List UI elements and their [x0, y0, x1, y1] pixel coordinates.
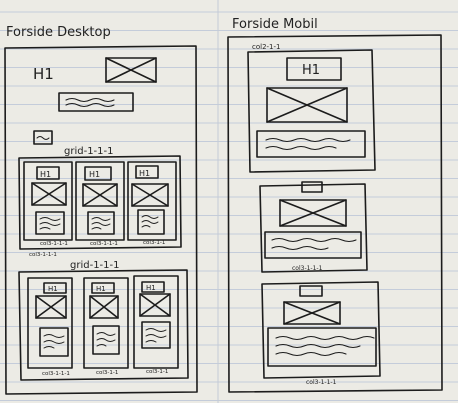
grid1-column-3: H1	[127, 161, 177, 241]
grid2-col3-caption: col3-1-1	[146, 369, 168, 375]
mobile-block1-label: col2-1-1	[252, 43, 281, 51]
desktop-hero-text-box	[58, 92, 134, 112]
mobile-title: Forside Mobil	[232, 17, 318, 32]
mobile-block1-heading: H1	[302, 63, 320, 78]
grid1-column-2: H1	[75, 161, 125, 241]
mobile-block2-caption: col3-1-1-1	[292, 265, 323, 272]
desktop-hero-image-placeholder	[105, 57, 157, 83]
grid2-label: grid-1-1-1	[70, 260, 120, 271]
grid2-column-1: H1	[27, 277, 73, 369]
grid1-col2-caption: col3-1-1-1	[90, 241, 118, 247]
grid1-col3-heading: H1	[139, 169, 150, 178]
grid2-col1-caption: col3-1-1-1	[42, 371, 70, 377]
mobile-block-2	[259, 181, 368, 273]
grid2-col2-heading: H1	[96, 285, 106, 293]
mobile-block3-caption: col3-1-1-1	[306, 379, 337, 386]
grid1-col1-heading: H1	[40, 170, 51, 179]
grid2-column-3: H1	[133, 275, 179, 369]
desktop-hero-heading: H1	[33, 65, 54, 83]
grid1-container	[18, 155, 182, 250]
desktop-section: Forside Desktop H1 grid-1-1-1	[4, 25, 198, 395]
grid1-col3-caption: col3-1-1	[143, 240, 165, 246]
grid2-col2-caption: col3-1-1	[96, 370, 118, 376]
mobile-block-1: H1	[247, 49, 376, 173]
grid1-extra-caption: col3-1-1-1	[29, 252, 57, 258]
grid2-container	[18, 269, 189, 381]
grid2-column-2: H1	[83, 277, 129, 369]
mobile-section: Forside Mobil col2-1-1 H1	[227, 17, 443, 393]
grid2-col3-heading: H1	[146, 284, 156, 292]
desktop-frame	[4, 45, 198, 395]
mobile-frame	[227, 34, 443, 393]
grid2-col1-heading: H1	[48, 285, 58, 293]
grid1-col1-caption: col3-1-1-1	[40, 241, 68, 247]
desktop-title: Forside Desktop	[6, 25, 111, 40]
grid1-col2-heading: H1	[89, 170, 100, 179]
mobile-block-3	[261, 281, 381, 379]
grid1-label: grid-1-1-1	[64, 146, 114, 157]
grid1-column-1: H1	[23, 161, 73, 241]
desktop-small-icon-placeholder	[33, 130, 53, 145]
